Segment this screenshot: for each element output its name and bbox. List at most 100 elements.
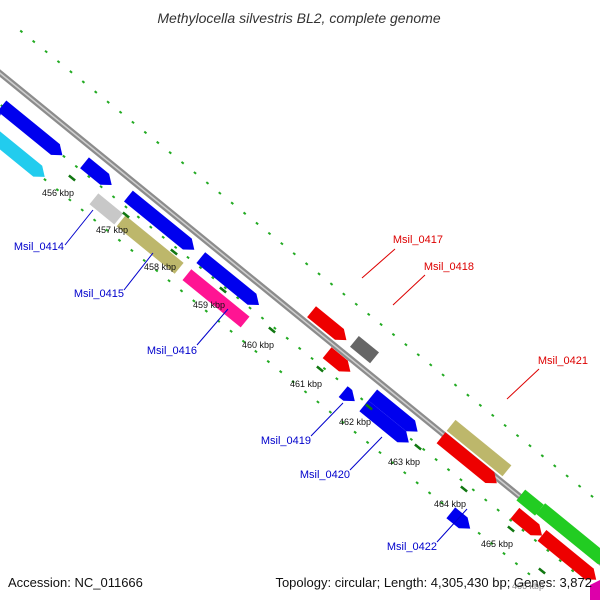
scale-dot (292, 252, 296, 256)
tick-label: 457 kbp (96, 225, 128, 235)
gene-feature-red[interactable] (510, 507, 542, 536)
tick-label: 466 kbp (512, 581, 544, 591)
scale-dot (322, 366, 327, 371)
scale-tick (365, 403, 373, 411)
gene-label-Msil_0418[interactable]: Msil_0418 (424, 261, 474, 273)
scale-tick (507, 525, 515, 533)
scale-dot (99, 185, 103, 189)
scale-dot (154, 268, 159, 273)
scale-dot (273, 326, 277, 330)
scale-dot (130, 248, 134, 253)
scale-dot (317, 272, 321, 276)
gene-feature-corner[interactable] (590, 580, 600, 600)
scale-tick (460, 485, 468, 493)
scale-tick (170, 248, 178, 256)
scale-dot (205, 181, 210, 185)
scale-dot (235, 296, 240, 300)
scale-dot (515, 433, 520, 438)
gene-feature-khaki[interactable] (116, 215, 184, 274)
gene-label-Msil_0422[interactable]: Msil_0422 (387, 541, 437, 553)
gene-feature-blue[interactable] (80, 157, 112, 185)
scale-dot (297, 346, 302, 351)
scale-dot (156, 140, 160, 145)
gene-feature-Msil_0421[interactable] (446, 419, 512, 477)
scale-dot (459, 478, 463, 482)
scale-dot (335, 377, 339, 381)
scale-dot (565, 474, 569, 478)
gene-feature-Msil_0418b[interactable] (350, 336, 379, 364)
tick-label: 456 kbp (42, 188, 74, 198)
gene-feature-red[interactable] (537, 530, 597, 580)
scale-dot (477, 531, 481, 536)
scale-dot (540, 454, 545, 458)
gene-label-Msil_0421[interactable]: Msil_0421 (538, 355, 588, 367)
scale-dot (92, 218, 97, 222)
gene-feature-Msil_0418[interactable] (322, 347, 351, 372)
scale-dot (242, 211, 247, 215)
gene-label-Msil_0419[interactable]: Msil_0419 (261, 435, 311, 447)
scale-dot (453, 383, 458, 387)
gene-feature-cyan[interactable] (0, 97, 45, 177)
map-title: Methylocella silvestris BL2, complete ge… (157, 10, 440, 26)
gene-label-leader (392, 274, 426, 306)
gene-feature-pink[interactable] (182, 269, 250, 328)
scale-dot (43, 178, 47, 182)
scale-dot (366, 312, 371, 317)
scale-dot (124, 205, 128, 209)
tick-label: 461 kbp (290, 379, 322, 389)
gene-feature-Msil_0419b[interactable] (368, 389, 418, 432)
gene-label-Msil_0416[interactable]: Msil_0416 (147, 345, 197, 357)
scale-dot (354, 302, 358, 306)
tick-label: 459 kbp (193, 300, 225, 310)
scale-dot (303, 390, 308, 394)
scale-dot (218, 191, 222, 195)
gene-features (0, 97, 600, 580)
scale-dot (291, 380, 295, 384)
gene-feature-green[interactable] (536, 503, 600, 564)
scale-dot (211, 276, 215, 280)
gene-label-Msil_0417[interactable]: Msil_0417 (393, 234, 443, 246)
scale-dot (427, 491, 432, 495)
gene-label-Msil_0420[interactable]: Msil_0420 (300, 469, 350, 481)
scale-dot (68, 198, 72, 202)
gene-label-Msil_0415[interactable]: Msil_0415 (74, 288, 124, 300)
scale-dot (316, 400, 320, 404)
scale-dot (186, 255, 190, 260)
scale-dot (353, 430, 357, 434)
scale-dot (533, 538, 538, 543)
gene-feature-blue[interactable] (0, 100, 63, 156)
backbone-highlight (0, 72, 600, 563)
scale-dot (32, 39, 36, 44)
gene-feature-blue[interactable] (124, 190, 195, 250)
scale-dot (342, 292, 346, 296)
gene-feature-green[interactable] (516, 489, 544, 516)
scale-dot (111, 195, 116, 199)
gene-feature-red[interactable] (436, 432, 497, 484)
scale-dot (266, 359, 271, 364)
gene-feature-Msil_0420[interactable] (359, 400, 409, 443)
scale-tick (68, 174, 76, 182)
scale-dot (491, 413, 495, 418)
scale-dot (260, 316, 265, 320)
scale-dot (56, 60, 61, 64)
scale-dot (404, 343, 408, 347)
scale-dot (230, 201, 234, 205)
gene-label-Msil_0414[interactable]: Msil_0414 (14, 241, 64, 253)
gene-feature-blue[interactable] (196, 252, 259, 305)
scale-dot (74, 164, 79, 169)
scale-dot (267, 231, 272, 236)
gene-feature-Msil_0417[interactable] (307, 306, 347, 341)
gene-feature-Msil_0419[interactable] (338, 386, 355, 402)
scale-dot (278, 370, 283, 374)
scale-dot (173, 245, 178, 250)
scale-dot (378, 450, 382, 455)
scale-dot (514, 562, 519, 566)
scale-dot (341, 420, 345, 424)
tick-label: 465 kbp (481, 539, 513, 549)
scale-dot (502, 551, 506, 556)
scale-dot (496, 508, 500, 512)
scale-dot (328, 410, 333, 414)
gene-feature-silver[interactable] (89, 193, 124, 225)
